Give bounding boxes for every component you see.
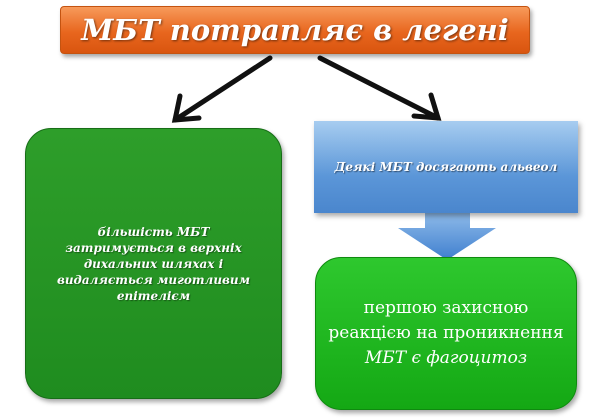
bottom-box-text-italic: МБТ є фагоцитоз xyxy=(364,348,528,368)
left-box-text: більшість МБТ затримується в верхніх дих… xyxy=(56,224,251,303)
middle-box: Деякі МБТ досягають альвеол xyxy=(314,121,578,213)
diagram-title: МБТ потрапляє в легені xyxy=(60,6,530,54)
bottom-box-text-regular: першою захисною реакцією на проникнення xyxy=(328,298,564,343)
left-box: більшість МБТ затримується в верхніх дих… xyxy=(25,128,282,399)
arrow-to-left-box xyxy=(171,55,273,123)
middle-box-text: Деякі МБТ досягають альвеол xyxy=(334,160,558,174)
down-arrow xyxy=(398,212,496,260)
arrow-to-middle-box xyxy=(317,55,442,121)
bottom-box: першою захисною реакцією на проникнення … xyxy=(315,257,577,410)
diagram-title-text: МБТ потрапляє в легені xyxy=(81,13,509,47)
